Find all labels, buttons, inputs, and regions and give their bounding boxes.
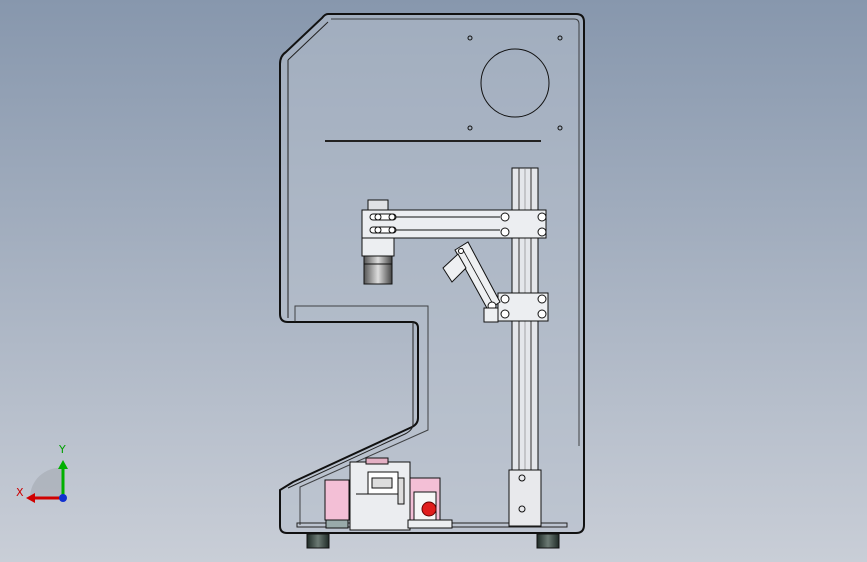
bottom-mechanism[interactable] [324,457,453,531]
orientation-triad [26,460,68,503]
feet[interactable] [306,533,560,549]
triad-z-axis [59,494,67,502]
triad-x-arrow [26,493,35,503]
upper-arm-bracket[interactable] [361,199,547,257]
axis-y-label: Y [59,443,66,456]
axis-x-label: X [16,486,24,499]
fan-opening[interactable] [467,35,563,131]
triad-y-arrow [58,460,68,469]
enclosure-shell[interactable] [279,13,585,534]
sensor-cylinder[interactable] [363,255,393,285]
lower-clamp-bracket[interactable] [442,241,549,323]
